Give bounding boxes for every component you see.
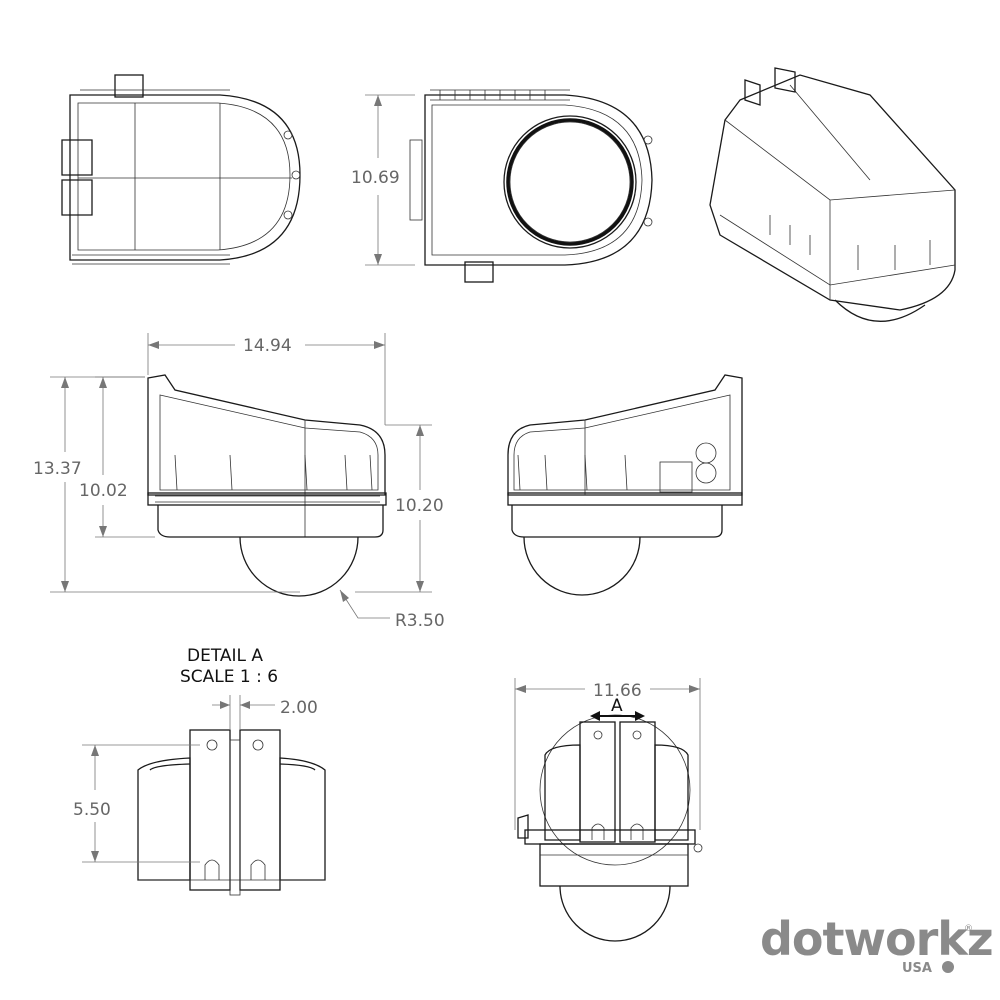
dim-dome-radius: R3.50 xyxy=(395,611,445,631)
detail-a-view xyxy=(82,695,326,896)
isometric-view xyxy=(709,67,956,322)
detail-scale: SCALE 1 : 6 xyxy=(180,667,278,687)
svg-text:®: ® xyxy=(964,924,973,934)
svg-text:dotworkz: dotworkz xyxy=(760,912,993,966)
side-view-right xyxy=(507,374,743,596)
dim-dome-height: 10.20 xyxy=(395,496,444,516)
detail-title: DETAIL A xyxy=(187,646,263,666)
side-view-left xyxy=(50,333,432,619)
svg-text:USA: USA xyxy=(902,961,932,976)
dotworkz-logo: dotworkz USA ® xyxy=(760,912,994,976)
top-view-lens xyxy=(365,89,653,283)
dim-overall-height: 13.37 xyxy=(33,459,82,479)
dim-overall-length: 14.94 xyxy=(243,336,292,356)
dim-enclosure-height: 10.02 xyxy=(79,481,128,501)
dim-detail-width: 2.00 xyxy=(280,698,318,718)
front-view xyxy=(514,678,703,942)
dim-detail-height: 5.50 xyxy=(73,800,111,820)
section-callout-a: A xyxy=(611,696,623,716)
top-view xyxy=(61,74,301,265)
dim-front-width: 11.66 xyxy=(593,681,642,701)
dim-top-height: 10.69 xyxy=(351,168,400,188)
